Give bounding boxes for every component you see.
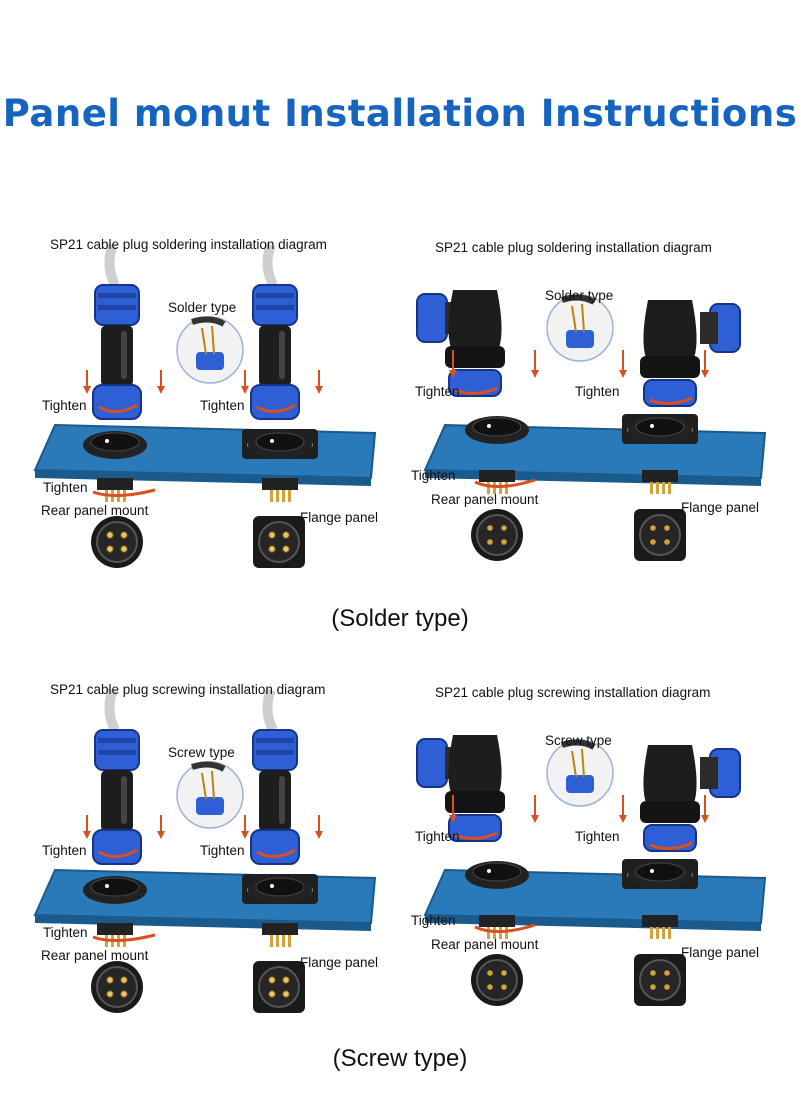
diagram-solder-straight: SP21 cable plug soldering installation d…: [15, 230, 395, 590]
down-arrow: [449, 350, 457, 378]
connector-type-label: Solder type: [545, 288, 614, 303]
down-arrow: [531, 795, 539, 823]
rear-pins: [262, 923, 298, 947]
diagram-title: SP21 cable plug screwing installation di…: [50, 682, 326, 697]
tighten-label-left: Tighten: [42, 843, 87, 858]
flange-connector-face: [634, 509, 686, 561]
connector-type-label: Screw type: [545, 733, 612, 748]
diagram-title: SP21 cable plug soldering installation d…: [435, 240, 712, 255]
rear-panel-mount-label: Rear panel mount: [431, 937, 539, 952]
down-arrow: [449, 795, 457, 823]
tighten-label-right: Tighten: [575, 829, 620, 844]
installation-diagram-artwork: [33, 243, 377, 568]
panel-receptacle: [83, 876, 147, 904]
tighten-panel-label: Tighten: [43, 925, 88, 940]
tighten-label-right: Tighten: [575, 384, 620, 399]
down-arrow: [241, 370, 249, 394]
tighten-label-right: Tighten: [200, 843, 245, 858]
rear-connector-face: [471, 509, 523, 561]
tighten-label-left: Tighten: [42, 398, 87, 413]
mounting-board: [33, 868, 377, 931]
flange-panel-label: Flange panel: [300, 510, 379, 525]
diagram-screw-angled: SP21 cable plug screwing installation di…: [405, 675, 785, 1035]
down-arrow: [83, 815, 91, 839]
section-caption-solder: (Solder type): [331, 605, 469, 632]
down-arrow: [619, 350, 627, 378]
down-arrow: [531, 350, 539, 378]
angled-plug: [416, 290, 505, 397]
wire-inset: [546, 294, 614, 362]
diagram-screw-straight: SP21 cable plug screwing installation di…: [15, 675, 395, 1035]
wire-inset: [176, 316, 244, 384]
straight-plug: [92, 243, 142, 420]
rear-connector-face: [91, 961, 143, 1013]
wire-inset: [176, 761, 244, 829]
mounting-board: [33, 423, 377, 486]
straight-plug: [250, 243, 300, 420]
rear-connector-face: [91, 516, 143, 568]
flange-panel-label: Flange panel: [681, 945, 760, 960]
installation-diagram-artwork: [416, 735, 767, 1006]
page-title: Panel monut Installation Instructions: [2, 92, 798, 135]
panel-receptacle: [83, 431, 147, 459]
down-arrow: [157, 370, 165, 394]
rear-pins: [97, 478, 133, 502]
installation-diagram-artwork: [416, 290, 767, 561]
flange-connector-face: [253, 516, 305, 568]
diagram-title: SP21 cable plug soldering installation d…: [50, 237, 327, 252]
tighten-label-left: Tighten: [415, 829, 460, 844]
connector-type-label: Solder type: [168, 300, 237, 315]
tighten-label-right: Tighten: [200, 398, 245, 413]
installation-diagram-artwork: [33, 688, 377, 1013]
connector-type-label: Screw type: [168, 745, 235, 760]
tighten-panel-label: Tighten: [411, 913, 456, 928]
down-arrow: [315, 815, 323, 839]
section-caption-screw: (Screw type): [332, 1045, 468, 1072]
tighten-label-left: Tighten: [415, 384, 460, 399]
flange-panel-label: Flange panel: [300, 955, 379, 970]
flange-connector-face: [253, 961, 305, 1013]
angled-plug: [640, 745, 741, 852]
down-arrow: [701, 350, 709, 378]
tighten-panel-label: Tighten: [411, 468, 456, 483]
rear-pins: [97, 923, 133, 947]
rear-connector-face: [471, 954, 523, 1006]
rear-panel-mount-label: Rear panel mount: [41, 948, 149, 963]
panel-receptacle: [465, 861, 529, 889]
straight-plug: [92, 688, 142, 865]
rear-pins: [642, 915, 678, 939]
panel-receptacle: [465, 416, 529, 444]
panel-receptacle: [622, 414, 698, 444]
panel-receptacle: [242, 874, 318, 904]
rear-pins: [479, 470, 515, 494]
flange-panel-label: Flange panel: [681, 500, 760, 515]
tighten-panel-label: Tighten: [43, 480, 88, 495]
down-arrow: [315, 370, 323, 394]
rear-panel-mount-label: Rear panel mount: [431, 492, 539, 507]
down-arrow: [83, 370, 91, 394]
down-arrow: [701, 795, 709, 823]
flange-connector-face: [634, 954, 686, 1006]
straight-plug: [250, 688, 300, 865]
angled-plug: [416, 735, 505, 842]
rear-pins: [262, 478, 298, 502]
diagram-title: SP21 cable plug screwing installation di…: [435, 685, 711, 700]
rear-pins: [642, 470, 678, 494]
diagram-solder-angled: SP21 cable plug soldering installation d…: [405, 230, 785, 590]
rear-panel-mount-label: Rear panel mount: [41, 503, 149, 518]
wire-inset: [546, 739, 614, 807]
rear-pins: [479, 915, 515, 939]
down-arrow: [157, 815, 165, 839]
angled-plug: [640, 300, 741, 407]
down-arrow: [619, 795, 627, 823]
panel-receptacle: [622, 859, 698, 889]
down-arrow: [241, 815, 249, 839]
panel-receptacle: [242, 429, 318, 459]
